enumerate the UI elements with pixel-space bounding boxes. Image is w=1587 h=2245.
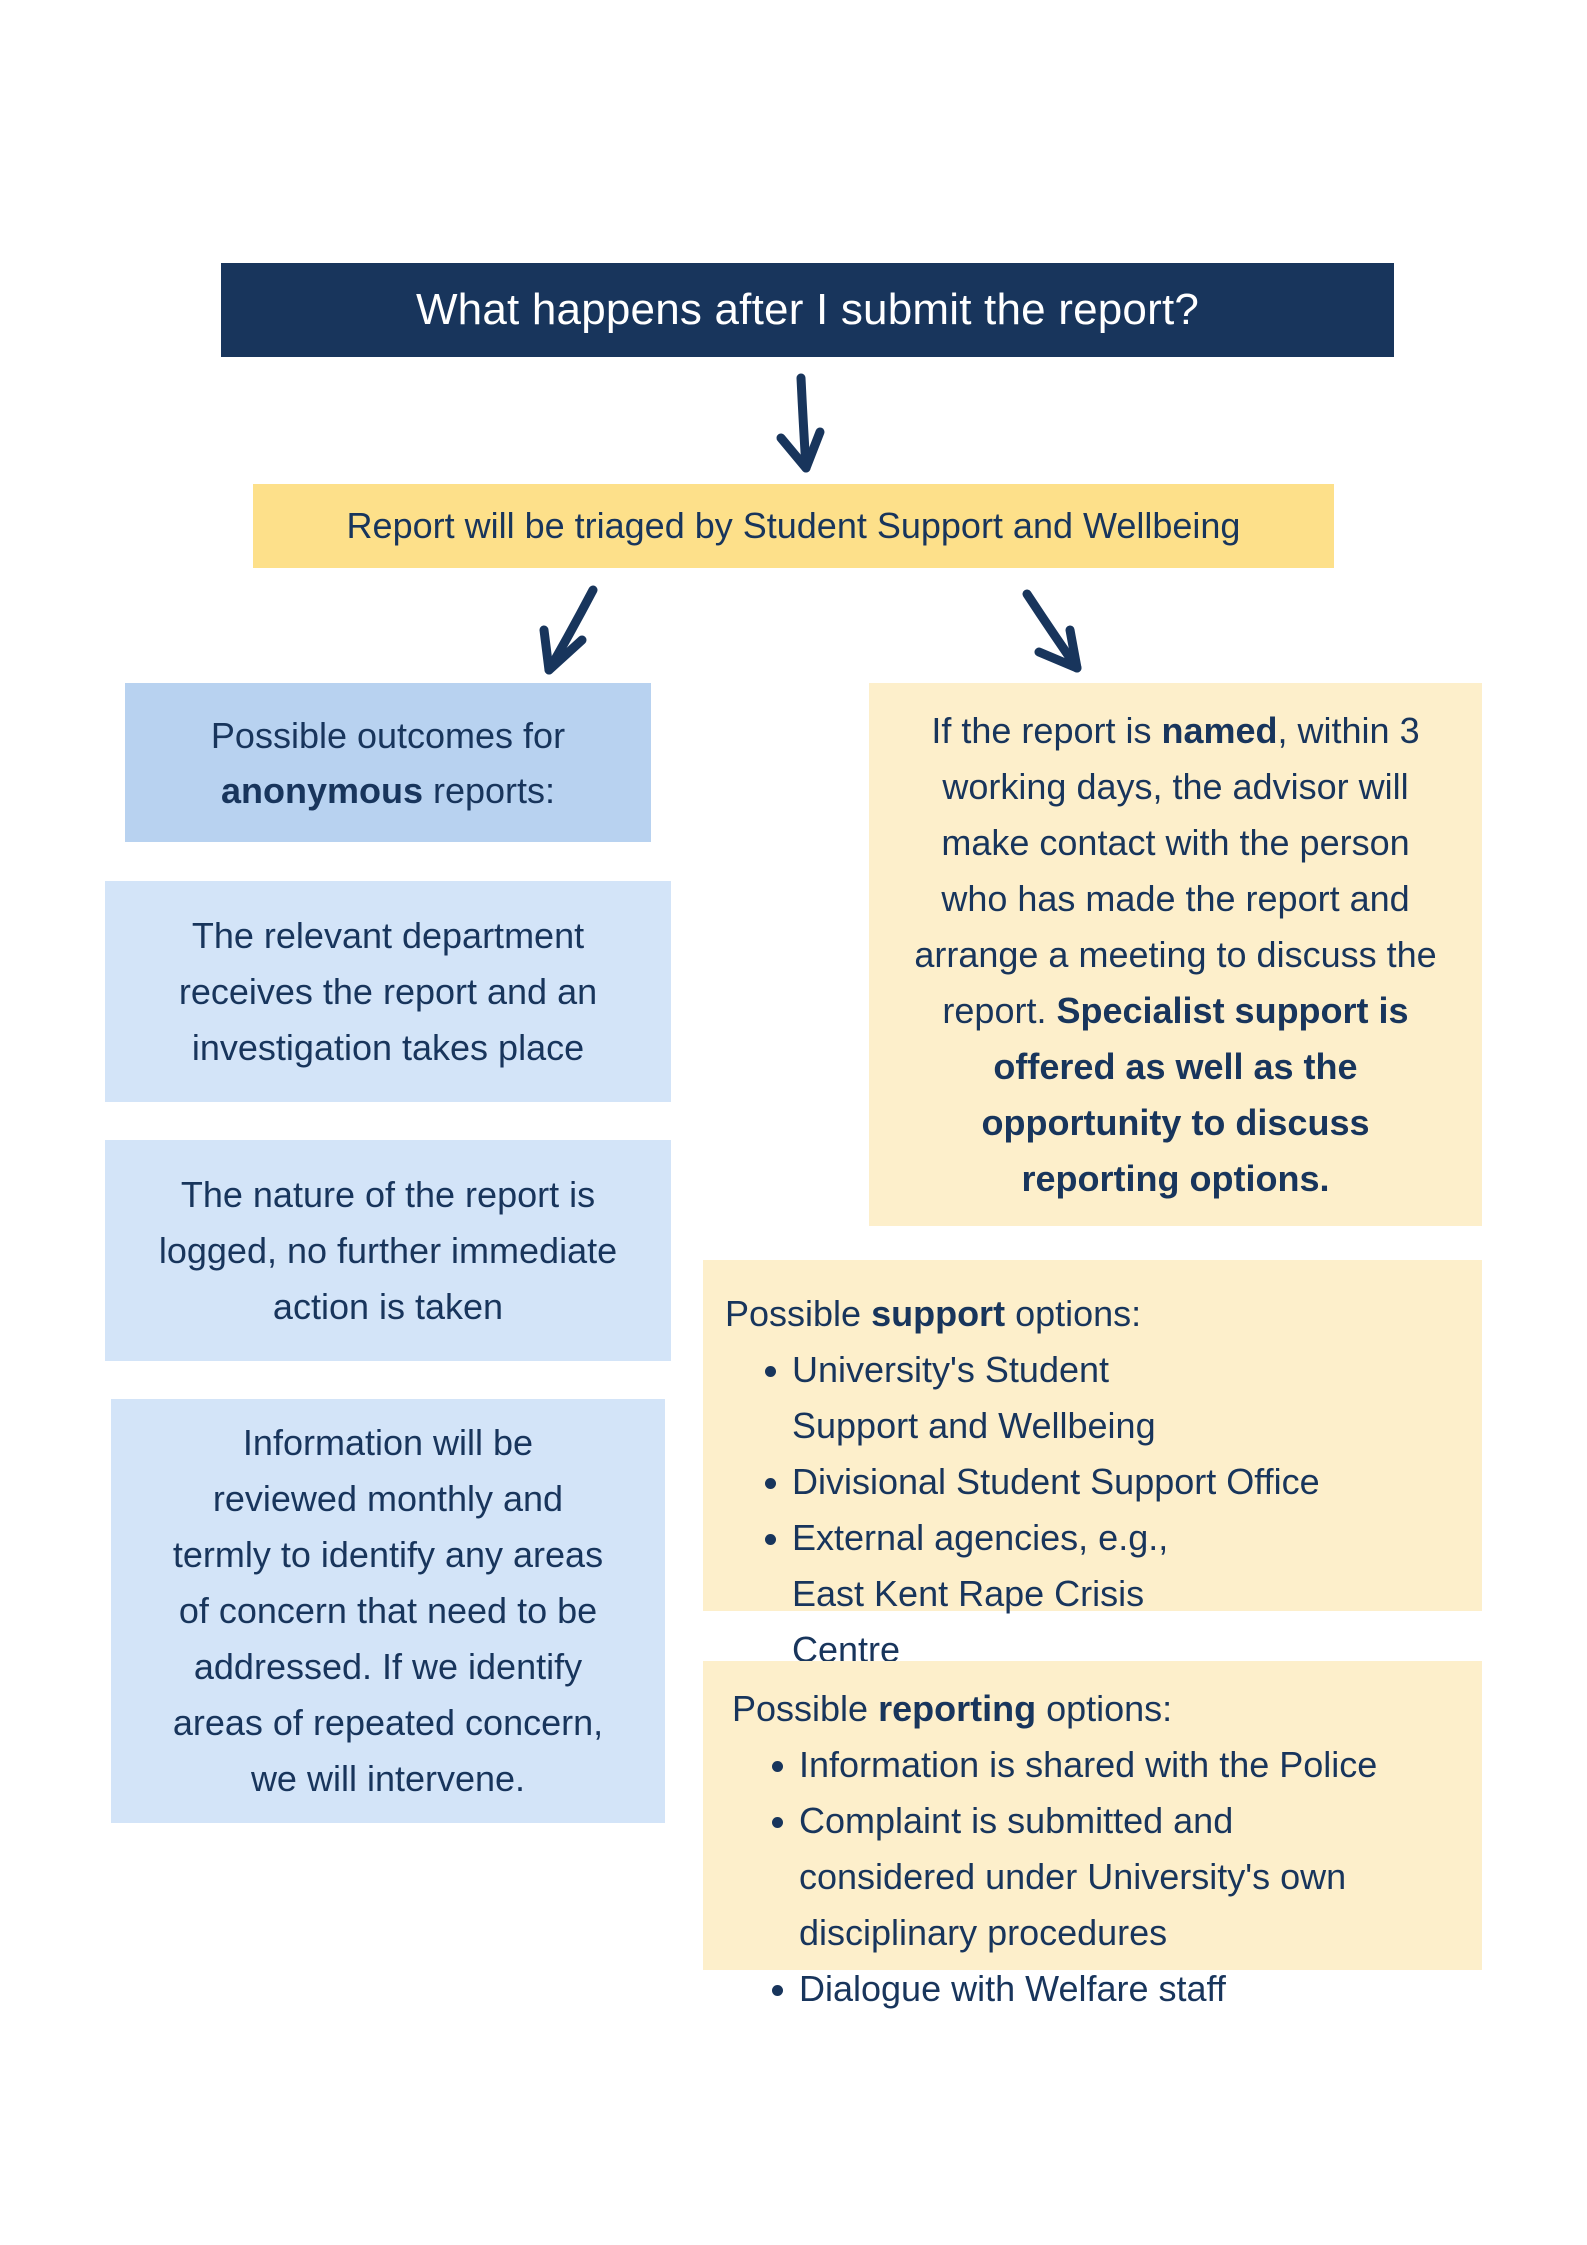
named-keyword: named [1161, 709, 1278, 751]
named-text: report. [942, 989, 1057, 1031]
outcome-line: of concern that need to be [178, 1590, 598, 1631]
outcome-line: The nature of the report is [180, 1173, 596, 1215]
named-emphasis-line: reporting options. [1021, 1157, 1330, 1199]
page-title: What happens after I submit the report? [415, 285, 1200, 334]
reporting-options-box: Possible reporting options: Information … [703, 1661, 1482, 2009]
named-line: working days, the advisor will [942, 765, 1409, 807]
outcome-line: reviewed monthly and [212, 1478, 564, 1519]
named-line: If the report is named, within 3 [931, 703, 1419, 759]
reporting-item: Dialogue with Welfare staff [732, 1961, 1482, 2017]
triage-box: Report will be triaged by Student Suppor… [253, 484, 1334, 568]
named-emphasis-line: offered as well as the [993, 1045, 1358, 1087]
anonymous-keyword: anonymous [220, 769, 423, 811]
named-emphasis-line: opportunity to discuss [981, 1101, 1370, 1143]
outcome-review-box: Information will be reviewed monthly and… [111, 1399, 665, 1823]
anonymous-heading-box: Possible outcomes for anonymous reports: [125, 683, 651, 842]
support-item: University's Student Support and Wellbei… [725, 1342, 1212, 1454]
anonymous-heading-line2: anonymous reports: [221, 763, 555, 818]
named-line: make contact with the person [941, 821, 1410, 863]
support-item: Divisional Student Support Office [725, 1454, 1482, 1510]
named-line: report. Specialist support is [942, 983, 1408, 1039]
reporting-list: Information is shared with the Police Co… [732, 1737, 1482, 2017]
reporting-heading-suffix: options: [1036, 1688, 1173, 1729]
outcome-investigation-box: The relevant department receives the rep… [105, 881, 671, 1102]
named-line: arrange a meeting to discuss the [914, 933, 1437, 975]
outcome-line: Information will be [242, 1422, 534, 1463]
reporting-heading-prefix: Possible [732, 1688, 879, 1729]
outcome-line: addressed. If we identify [193, 1646, 583, 1687]
outcome-line: investigation takes place [191, 1026, 585, 1068]
named-line: who has made the report and [941, 877, 1410, 919]
reporting-keyword: reporting [878, 1688, 1037, 1729]
named-text: , within 3 [1277, 709, 1420, 751]
named-emphasis: Specialist support is [1056, 989, 1409, 1031]
outcome-line: logged, no further immediate [158, 1229, 618, 1271]
support-list: University's Student Support and Wellbei… [725, 1342, 1482, 1678]
named-report-box: If the report is named, within 3 working… [869, 683, 1482, 1226]
anonymous-heading-line1: Possible outcomes for [210, 714, 566, 756]
arrow-down-icon [776, 373, 825, 473]
support-options-box: Possible support options: University's S… [703, 1260, 1482, 1670]
reporting-item: Complaint is submitted and considered un… [732, 1793, 1399, 1961]
reporting-item: Information is shared with the Police [732, 1737, 1482, 1793]
arrow-down-left-icon [539, 585, 598, 675]
outcome-line: areas of repeated concern, [172, 1702, 604, 1743]
outcome-logged-box: The nature of the report is logged, no f… [105, 1140, 671, 1361]
arrow-down-right-icon [1022, 589, 1082, 673]
support-item: External agencies, e.g., East Kent Rape … [725, 1510, 1212, 1678]
support-heading-prefix: Possible [725, 1293, 872, 1334]
support-heading: Possible support options: [725, 1286, 1482, 1342]
reporting-heading: Possible reporting options: [732, 1681, 1482, 1737]
support-heading-suffix: options: [1005, 1293, 1142, 1334]
anonymous-heading-suffix: reports: [422, 769, 556, 811]
triage-text: Report will be triaged by Student Suppor… [346, 505, 1241, 546]
outcome-line: termly to identify any areas [172, 1534, 604, 1575]
support-keyword: support [871, 1293, 1006, 1334]
outcome-line: The relevant department [191, 914, 585, 956]
named-text: If the report is [931, 709, 1162, 751]
outcome-line: receives the report and an [178, 970, 598, 1012]
outcome-line: action is taken [272, 1285, 504, 1327]
title-banner: What happens after I submit the report? [221, 263, 1394, 357]
outcome-line: we will intervene. [250, 1758, 526, 1799]
